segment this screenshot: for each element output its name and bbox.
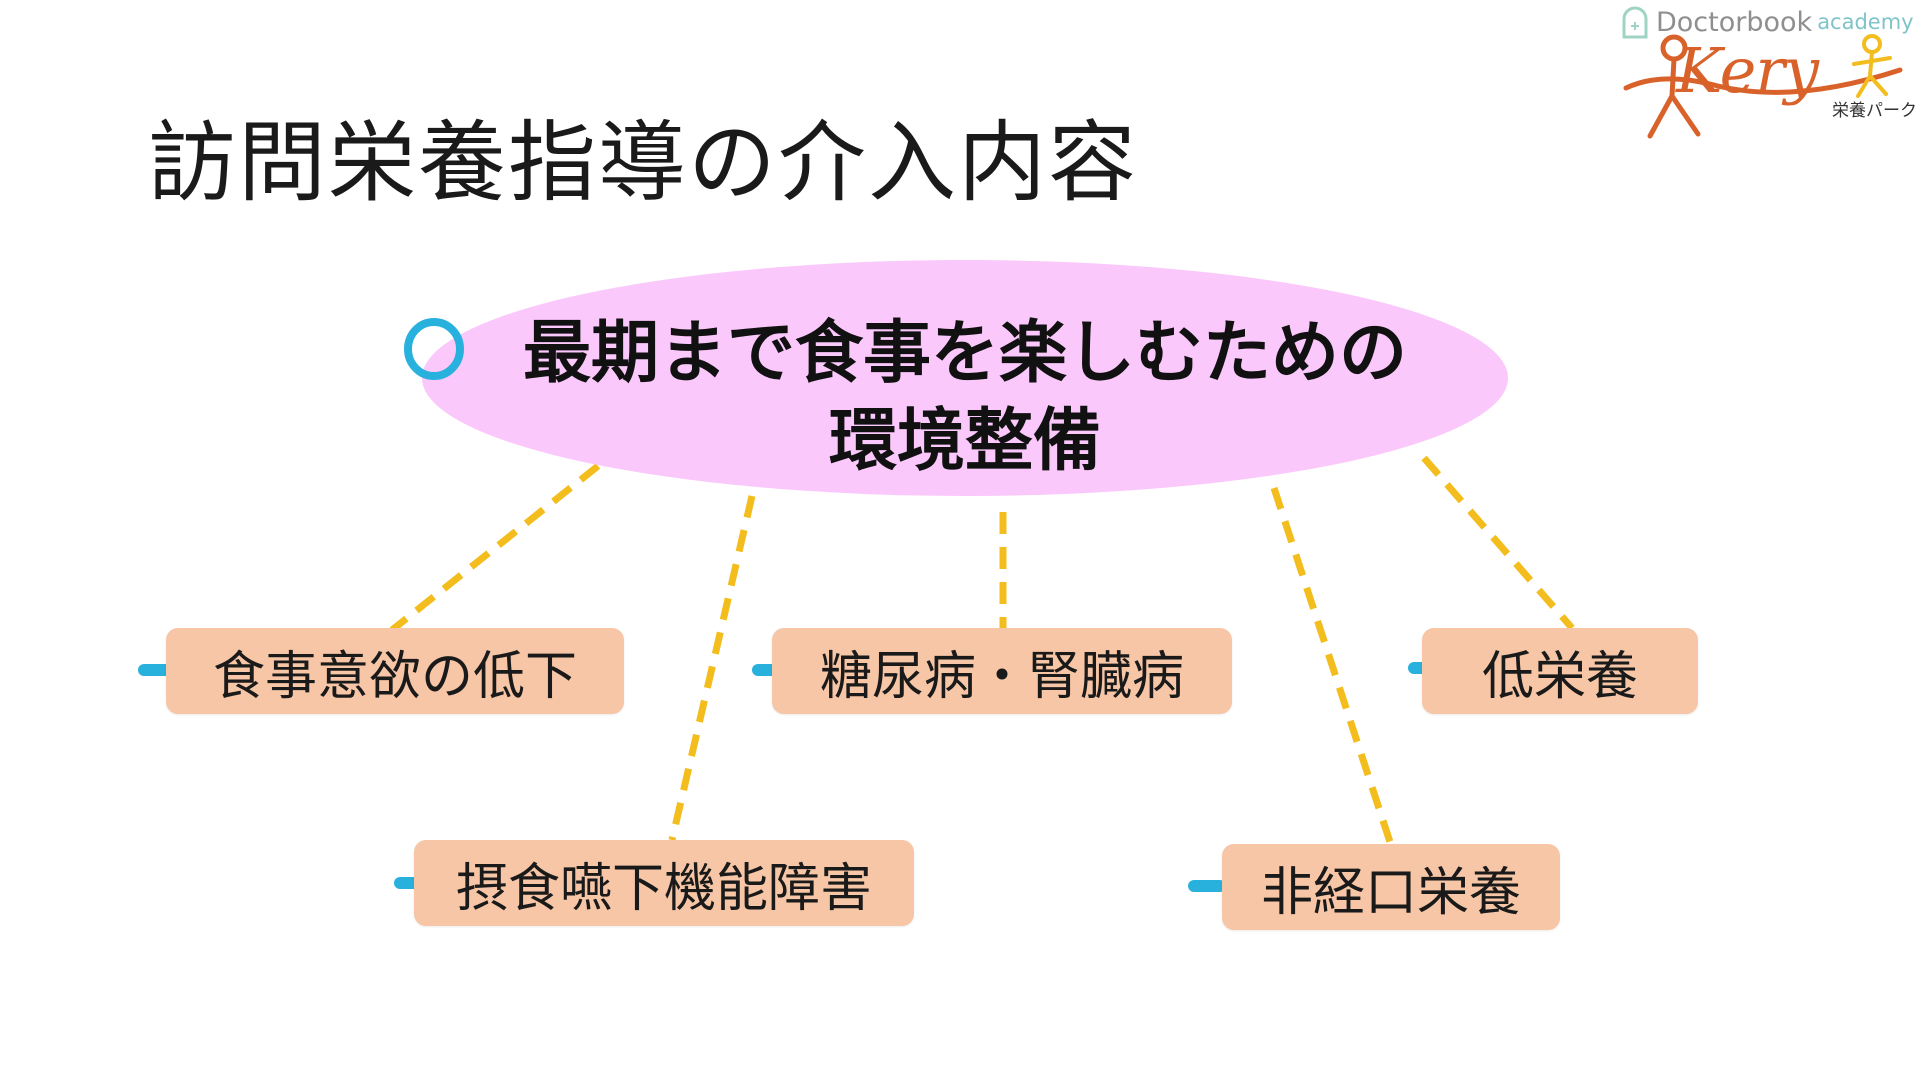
circle-marker-icon: [404, 318, 464, 380]
central-line-2: 環境整備: [828, 402, 1101, 481]
node-box-appetite-decline: 食事意欲の低下: [166, 628, 624, 714]
arch-icon: [1622, 6, 1648, 39]
logo-brand: Doctorbook: [1656, 6, 1813, 38]
node-box-malnutrition: 低栄養: [1422, 628, 1698, 714]
node-box-diabetes-kidney: 糖尿病・腎臓病: [772, 628, 1232, 714]
node-box-non-oral-nutrition: 非経口栄養: [1222, 844, 1560, 930]
logo-academy: academy: [1817, 10, 1914, 34]
logo: Doctorbook academy Kery 栄養パーク: [1620, 4, 1920, 140]
connector-line-2: [668, 495, 756, 841]
node-label: 低栄養: [1481, 646, 1638, 707]
slide-title: 訪問栄養指導の介入内容: [148, 111, 1139, 214]
logo-sub: 栄養パーク: [1832, 101, 1917, 121]
central-node-text: 最期まで食事を楽しむための 環境整備: [422, 310, 1508, 486]
bullet-dash-icon: [1188, 880, 1226, 892]
logo-name: Kery: [1676, 34, 1819, 107]
node-label: 糖尿病・腎臓病: [819, 646, 1184, 707]
stick-figure-icon: [1623, 34, 1903, 139]
central-ellipse: [422, 260, 1508, 496]
central-line-1: 最期まで食事を楽しむための: [522, 314, 1407, 393]
connector-line-4: [1270, 486, 1394, 844]
logo-top-row: Doctorbook academy: [1620, 4, 1914, 40]
node-label: 非経口栄養: [1260, 862, 1521, 923]
connector-line-1: [389, 463, 601, 633]
node-label: 摂食嚥下機能障害: [455, 858, 872, 919]
node-label: 食事意欲の低下: [212, 646, 577, 707]
node-box-dysphagia: 摂食嚥下機能障害: [414, 840, 914, 926]
